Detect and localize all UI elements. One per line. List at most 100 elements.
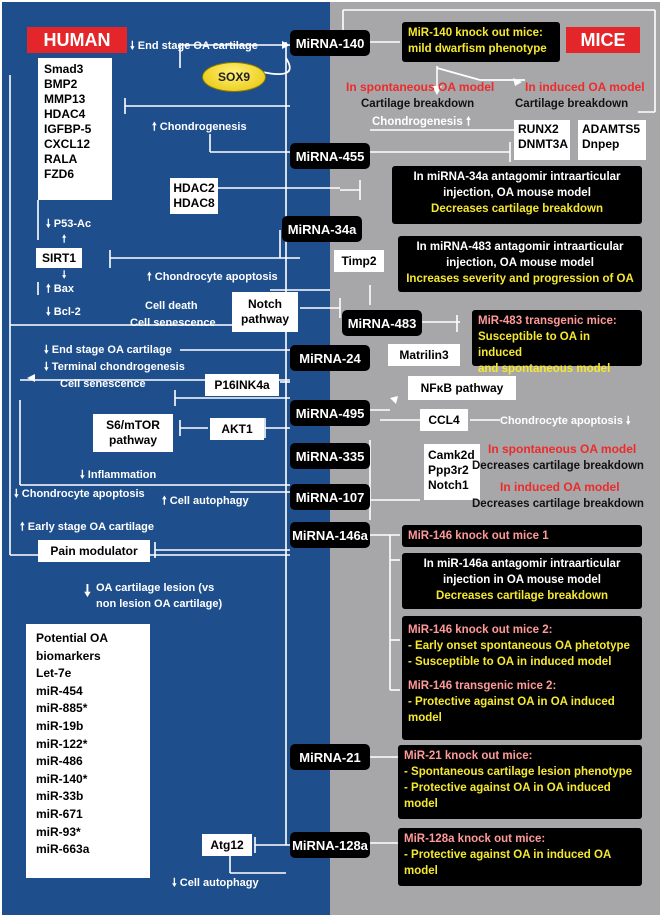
hdac-box: HDAC2 HDAC8: [170, 178, 218, 214]
up-arrow-icon: 🠕: [465, 116, 471, 128]
up-arrow-icon: 🠕: [162, 495, 167, 507]
decreases-breakdown-1: Decreases cartilage breakdown: [472, 460, 644, 472]
cell-death-label: Cell death: [145, 300, 198, 312]
biomarker-item: miR-33b: [36, 789, 84, 804]
biomarker-item: miR-140*: [36, 771, 88, 786]
bax-text: Bax: [53, 283, 74, 295]
antagomir-line-2: injection, OA mouse model: [443, 187, 591, 199]
early-stage-oa-text: Early stage OA cartilage: [27, 521, 154, 533]
atg12-box: Atg12: [202, 834, 252, 856]
down-arrow-icon: 🠗: [46, 306, 51, 318]
antagomir-result: Increases severity and progression of OA: [406, 273, 634, 285]
terminal-chondrogenesis-label: 🠗 Terminal chondrogenesis: [44, 358, 185, 377]
tg483-line-1: Susceptible to OA in induced: [478, 331, 591, 359]
ko128-line-1: - Protective against OA in induced OA: [404, 849, 612, 861]
lesion-label: OA cartilage lesion (vs non lesion OA ca…: [96, 580, 222, 612]
bax-label: 🠕 Bax: [46, 280, 74, 299]
tg483-line-2: and spontaneous model: [478, 363, 611, 375]
terminal-chondrogenesis-text: Terminal chondrogenesis: [51, 361, 185, 373]
ccl4-box: CCL4: [420, 409, 468, 431]
chondrocyte-apoptosis-text: Chondrocyte apoptosis: [500, 415, 623, 427]
runx2-label: RUNX2: [518, 122, 559, 136]
cell-autophagy-label: 🠕 Cell autophagy: [162, 492, 249, 511]
pathway-line: pathway: [240, 312, 289, 326]
down-arrow-icon: 🠗: [62, 270, 67, 281]
mirna-335-node[interactable]: MiRNA-335: [290, 443, 370, 469]
lesion-arrow: 🠗: [84, 580, 91, 607]
dnmt3a-label: DNMT3A: [518, 137, 568, 151]
s6-line: S6/mTOR: [106, 418, 160, 432]
mirna-34a-node[interactable]: MiRNA-34a: [282, 216, 362, 242]
antagomir-line-2: injection, OA mouse model: [446, 257, 594, 269]
ko21-line-3: model: [404, 798, 438, 810]
mirna-21-node[interactable]: MiRNA-21: [290, 744, 370, 770]
mirna34a-antagomir-box: In miRNA-34a antagomir intraarticular in…: [392, 166, 642, 224]
chondrogenesis-text: Chondrogenesis: [372, 116, 463, 128]
mir146a-antagomir-box: In miR-146a antagomir intraarticular inj…: [402, 553, 642, 609]
ppp3r2-label: Ppp3r2: [428, 463, 469, 477]
ko21-line-2: - Protective against OA in OA induced: [404, 782, 611, 794]
ko21-line-1: - Spontaneous cartilage lesion phenotype: [404, 766, 633, 778]
mir128a-ko-box: MiR-128a knock out mice: - Protective ag…: [398, 828, 642, 886]
mice-header: MICE: [566, 27, 640, 53]
mir21-ko-box: MiR-21 knock out mice: - Spontaneous car…: [398, 745, 642, 819]
cell-autophagy-label-2: 🠗 Cell autophagy: [172, 874, 259, 893]
ko21-title: MiR-21 knock out mice:: [404, 750, 533, 762]
mir146-ko2-box: MiR-146 knock out mice 2: - Early onset …: [402, 616, 642, 740]
cell-senescence-label: Cell senescence: [130, 317, 216, 329]
akt1-box: AKT1: [210, 418, 264, 440]
camk2d-label: Camk2d: [428, 448, 475, 462]
spontaneous-model-label-2: In spontaneous OA model: [488, 442, 637, 456]
spontaneous-model-label: In spontaneous OA model: [346, 80, 495, 94]
mirna-483-node[interactable]: MiRNA-483: [342, 310, 422, 336]
chondrocyte-apoptosis-label-2: 🠗 Chondrocyte apoptosis: [14, 485, 145, 504]
up-arrow-icon: 🠕: [20, 521, 25, 533]
mirna-146a-node[interactable]: MiRNA-146a: [290, 522, 370, 548]
mir140-ko-box: MiR-140 knock out mice: mild dwarfism ph…: [402, 22, 560, 62]
mirna-24-node[interactable]: MiRNA-24: [290, 345, 370, 371]
chondrogenesis-label: 🠕 Chondrogenesis: [152, 118, 247, 137]
tg483-title: MiR-483 transgenic mice:: [478, 315, 617, 327]
p53-label: 🠗 P53-Ac: [46, 215, 91, 234]
down-arrow-icon: 🠗: [80, 469, 85, 481]
ko128-line-2: model: [404, 865, 438, 877]
s6-mtor-box: S6/mTOR pathway: [93, 414, 173, 452]
biomarker-item: miR-454: [36, 683, 83, 698]
mirna-140-node[interactable]: MiRNA-140: [290, 30, 370, 56]
mir140-ko-title: MiR-140 knock out mice:: [408, 27, 543, 39]
tg146-2-line-1: - Protective against OA in OA induced: [408, 696, 615, 708]
hdac2-label: HDAC2: [173, 181, 215, 195]
mirna-107-node[interactable]: MiRNA-107: [290, 484, 370, 510]
inflammation-text: Inflammation: [87, 469, 157, 481]
mice-chondrogenesis-label: Chondrogenesis 🠕: [372, 114, 471, 133]
gene-item: BMP2: [44, 77, 78, 91]
p16ink4a-box: P16INK4a: [205, 374, 279, 396]
tg146-2-line-2: model: [408, 712, 442, 724]
mirna-495-node[interactable]: MiRNA-495: [290, 400, 370, 426]
chondrocyte-apoptosis-label: 🠕 Chondrocyte apoptosis: [147, 268, 278, 287]
down-arrow-icon: 🠗: [130, 40, 135, 52]
notch1-label: Notch1: [428, 478, 469, 492]
gene-item: CXCL12: [44, 137, 91, 151]
antagomir-line-1: In miRNA-34a antagomir intraarticular: [413, 171, 621, 183]
mirna483-antagomir-box: In miRNA-483 antagomir intraarticular in…: [398, 236, 642, 292]
mirna-128a-node[interactable]: MiRNA-128a: [290, 832, 370, 858]
mirna-455-node[interactable]: MiRNA-455: [290, 143, 370, 169]
down-arrow-icon: 🠗: [84, 583, 91, 600]
gene-item: MMP13: [44, 92, 86, 106]
mir146-ko1-box: MiR-146 knock out mice 1: [402, 525, 642, 547]
up-arrow-icon: 🠕: [152, 121, 157, 133]
down-arrow-icon: 🠗: [46, 218, 51, 230]
sox9-ellipse: SOX9: [202, 62, 266, 92]
end-stage-oa-label: 🠗 End stage OA cartilage: [130, 37, 258, 56]
camk-box: Camk2d Ppp3r2 Notch1: [424, 444, 480, 500]
notch-line: Notch: [248, 297, 282, 311]
biomarker-item: miR-122*: [36, 736, 88, 751]
mice-chondrocyte-apoptosis-label: Chondrocyte apoptosis 🠗: [500, 412, 631, 431]
gene-item: Smad3: [44, 62, 84, 76]
chondrocyte-apoptosis-text: Chondrocyte apoptosis: [154, 271, 278, 283]
gene-item: HDAC4: [44, 107, 86, 121]
timp2-box: Timp2: [334, 250, 384, 272]
